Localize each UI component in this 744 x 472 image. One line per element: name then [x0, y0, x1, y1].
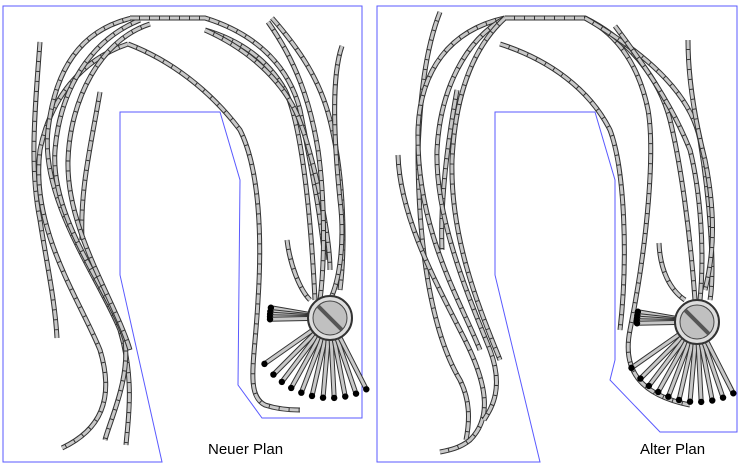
stall-track [666, 342, 691, 398]
buffer-stop-icon [270, 371, 277, 378]
buffer-stop-icon [686, 398, 694, 405]
stall-track [332, 339, 347, 397]
track-segment [130, 16, 327, 261]
track-segment [657, 242, 686, 302]
buffer-stop-icon [665, 393, 672, 400]
track-segment [440, 89, 459, 251]
stall-track [705, 340, 735, 394]
buffer-stop-icon [308, 392, 316, 400]
stall-track [338, 336, 368, 390]
turntable [628, 299, 737, 406]
stall-track [289, 336, 321, 389]
buffer-stop-icon [709, 397, 716, 404]
track-segment [66, 22, 151, 351]
buffer-stop-icon [697, 398, 705, 406]
buffer-stop-icon [675, 396, 683, 404]
track-segment [53, 18, 141, 441]
track-segment [127, 42, 301, 412]
buffer-stop-icon [288, 384, 295, 392]
buffer-stop-icon [628, 364, 635, 372]
buffer-stop-icon [730, 390, 737, 397]
buffer-stop-icon [655, 388, 662, 396]
track-segment [285, 239, 312, 302]
track-segment [204, 28, 317, 301]
buffer-stop-icon [645, 382, 653, 390]
track-segment [266, 21, 326, 301]
stall-track [639, 336, 683, 380]
track-segment [80, 91, 102, 241]
track-segment [396, 154, 486, 454]
track-segment [416, 11, 470, 441]
stall-track [310, 339, 327, 397]
track-segment [686, 39, 714, 291]
stall-track [280, 334, 318, 383]
stall-track [688, 343, 697, 402]
buffer-stop-icon [352, 390, 360, 397]
buffer-stop-icon [266, 316, 274, 323]
buffer-stop-icon [637, 375, 644, 382]
stall-track [647, 338, 685, 387]
track-segment [450, 16, 507, 361]
track-segment [613, 25, 704, 301]
turntable [261, 295, 370, 402]
stall-track [321, 339, 330, 398]
track-group [31, 15, 346, 451]
board-outline [2, 5, 363, 463]
plan-alter [376, 5, 738, 463]
track-edge [284, 239, 312, 302]
buffer-stop-icon [278, 378, 286, 386]
buffer-stop-icon [330, 394, 338, 402]
buffer-stop-icon [719, 394, 727, 401]
track-segment [435, 16, 506, 421]
buffer-stop-icon [633, 320, 641, 327]
track-edge [499, 41, 627, 331]
track-segment [416, 16, 506, 351]
track-group [395, 11, 715, 455]
stall-track [630, 333, 680, 370]
stall-track [699, 343, 714, 401]
buffer-stop-icon [363, 386, 370, 393]
stall-track [702, 342, 725, 399]
stall-track [299, 338, 324, 394]
stall-track [677, 343, 694, 401]
buffer-stop-icon [298, 389, 305, 396]
stall-track [329, 339, 336, 398]
stall-track [263, 329, 313, 366]
track-segment [37, 42, 129, 450]
stall-track [272, 332, 316, 376]
buffer-stop-icon [261, 360, 268, 368]
stall-track [335, 338, 358, 395]
board-outline [376, 5, 738, 463]
turntable-bridge [316, 304, 344, 332]
track-segment [499, 42, 626, 331]
stall-track [656, 340, 688, 393]
buffer-stop-icon [342, 393, 349, 400]
track-segment [328, 45, 344, 301]
plan-title-alter: Alter Plan [640, 441, 706, 458]
stall-track [636, 320, 676, 325]
buffer-stop-icon [319, 394, 327, 401]
turntable-bridge [683, 308, 711, 336]
stall-track [696, 343, 703, 402]
stall-track [269, 316, 309, 321]
track-segment [32, 41, 59, 339]
plan-title-neuer: Neuer Plan [208, 441, 284, 458]
track-segment [505, 16, 691, 407]
plan-neuer [2, 5, 370, 463]
